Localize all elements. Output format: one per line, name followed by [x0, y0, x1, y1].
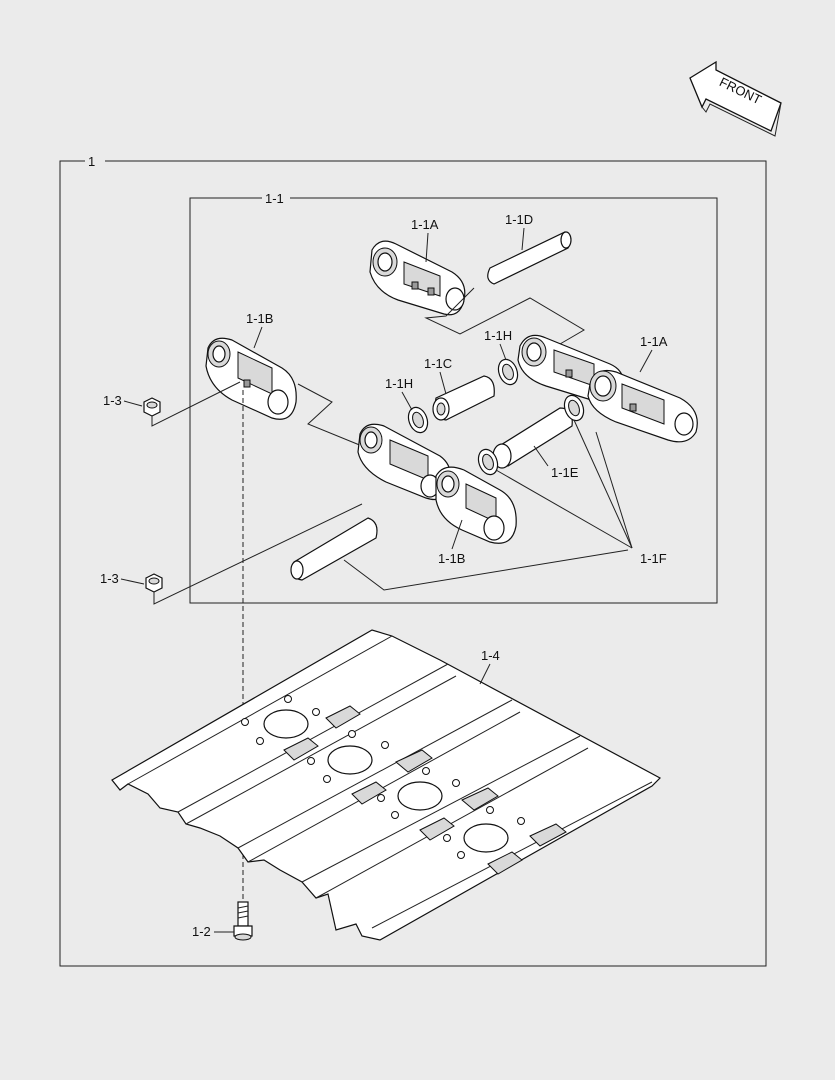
- pin-1-1d-lower: [290, 517, 378, 581]
- label-seal-h-upper: 1-1H: [484, 328, 512, 343]
- link-1-1a-upper: [369, 240, 466, 316]
- seal-1-1h-upper: [497, 358, 519, 386]
- label-link-a-top: 1-1A: [411, 217, 439, 232]
- label-link-b-top: 1-1B: [246, 311, 273, 326]
- link-assembly-frame: [189, 197, 718, 604]
- label-pin: 1-1D: [505, 212, 533, 227]
- label-bolt: 1-2: [192, 924, 211, 939]
- label-link-assembly: 1-1: [265, 191, 284, 206]
- assembly-frame: [59, 160, 767, 967]
- bushing-1-1c: [432, 375, 495, 421]
- bolt-1-2: [233, 901, 253, 941]
- label-bushing-e: 1-1E: [551, 465, 579, 480]
- label-seal-h-lower: 1-1H: [385, 376, 413, 391]
- label-assembly: 1: [88, 154, 95, 169]
- nut-1-3-upper: [143, 397, 161, 417]
- seal-1-1h-lower: [407, 406, 429, 434]
- label-bushing: 1-1C: [424, 356, 452, 371]
- track-shoe-1-4: [111, 629, 661, 941]
- bushing-1-1e: [492, 407, 573, 469]
- front-arrow-icon: [689, 60, 782, 137]
- label-shoe: 1-4: [481, 648, 500, 663]
- label-link-a-right: 1-1A: [640, 334, 668, 349]
- label-nut-upper: 1-3: [103, 393, 122, 408]
- label-link-b-bottom: 1-1B: [438, 551, 465, 566]
- nut-1-3-lower: [145, 573, 163, 593]
- link-1-1b-upper: [205, 337, 297, 420]
- label-nut-lower: 1-3: [100, 571, 119, 586]
- link-1-1a-right-front: [587, 369, 698, 443]
- link-1-1b-lower-front: [435, 466, 517, 544]
- seal-1-1f-a: [477, 448, 499, 476]
- pin-1-1d: [487, 231, 572, 285]
- label-seal-f: 1-1F: [640, 551, 667, 566]
- seal-1-1f-b: [563, 394, 585, 422]
